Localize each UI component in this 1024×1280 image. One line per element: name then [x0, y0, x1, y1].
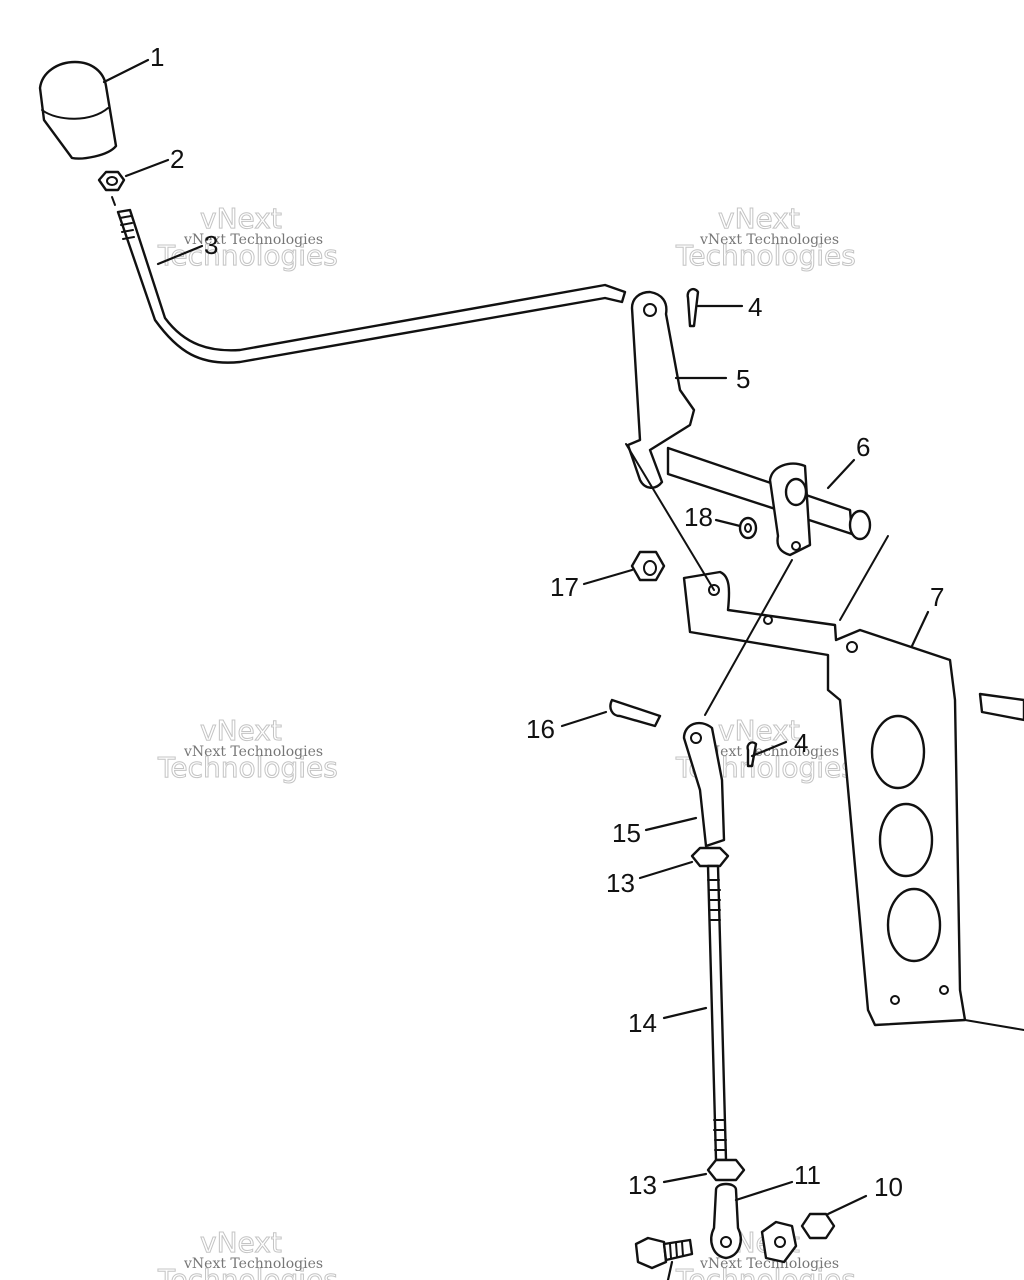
callout-17: 17	[550, 572, 579, 602]
mounting-bracket	[682, 570, 1024, 1031]
callout-3: 3	[204, 230, 218, 260]
callout-4-top: 4	[748, 292, 762, 322]
jam-nut-upper	[690, 846, 730, 868]
watermark-mid-left: vNext Technologies vNext Technologies	[157, 714, 339, 785]
callout-11: 11	[794, 1160, 821, 1190]
callout-13-top: 13	[606, 868, 635, 898]
watermark-text: Technologies	[675, 1263, 856, 1280]
watermark-caption: vNext Technologies	[183, 1256, 323, 1272]
pivot-shaft	[666, 446, 872, 557]
watermark-text: vNext	[718, 714, 800, 747]
shift-lever-arm	[626, 290, 696, 489]
alignment-lines	[625, 443, 889, 716]
watermark-text: vNext	[718, 202, 800, 235]
callout-10: 10	[874, 1172, 903, 1202]
leader-lines	[102, 58, 930, 1280]
callout-13-bottom: 13	[628, 1170, 657, 1200]
callout-16: 16	[526, 714, 555, 744]
callout-4-bottom: 4	[794, 728, 808, 758]
clevis-pin	[609, 698, 662, 728]
watermark-text: Technologies	[157, 239, 338, 272]
cotter-pin-top	[686, 287, 700, 328]
shift-rod	[111, 196, 627, 364]
watermark-caption: vNext Technologies	[699, 744, 839, 760]
watermark-caption: vNext Technologies	[699, 1256, 839, 1272]
callout-2: 2	[170, 144, 184, 174]
callout-6: 6	[856, 432, 870, 462]
jam-nut	[97, 170, 126, 192]
callout-1: 1	[150, 42, 164, 72]
callout-15: 15	[612, 818, 641, 848]
spacer	[760, 1220, 798, 1264]
watermark-bottom-left: vNext Technologies vNext Technologies	[157, 1226, 339, 1280]
shift-knob	[38, 60, 118, 160]
hex-nut	[800, 1212, 836, 1240]
clevis-yoke	[682, 721, 726, 848]
watermark-caption: vNext Technologies	[183, 232, 323, 248]
lock-nut	[630, 550, 666, 582]
hex-bolt	[634, 1236, 694, 1270]
watermark-text: vNext	[200, 714, 282, 747]
callout-7: 7	[930, 582, 944, 612]
watermark-text: vNext	[200, 1226, 282, 1259]
rod-end	[710, 1182, 742, 1260]
callout-5: 5	[736, 364, 750, 394]
watermark-caption: vNext Technologies	[183, 744, 323, 760]
cotter-pin-bottom	[746, 741, 758, 768]
watermark-text: vNext	[200, 202, 282, 235]
callout-14: 14	[628, 1008, 657, 1038]
threaded-rod	[706, 864, 728, 1162]
callouts: 1 2 3 4 5 6 7 18 17 16 4 15 13 14 13 11 …	[150, 42, 944, 1202]
watermark-text: Technologies	[157, 1263, 338, 1280]
watermark-top-right: vNext Technologies vNext Technologies	[675, 202, 857, 273]
watermark-text: Technologies	[157, 751, 338, 784]
watermark-caption: vNext Technologies	[699, 232, 839, 248]
watermark-text: Technologies	[675, 239, 856, 272]
washer	[738, 516, 758, 540]
callout-18: 18	[684, 502, 713, 532]
jam-nut-lower	[706, 1158, 746, 1182]
watermark-top-left: vNext Technologies vNext Technologies	[157, 202, 339, 273]
